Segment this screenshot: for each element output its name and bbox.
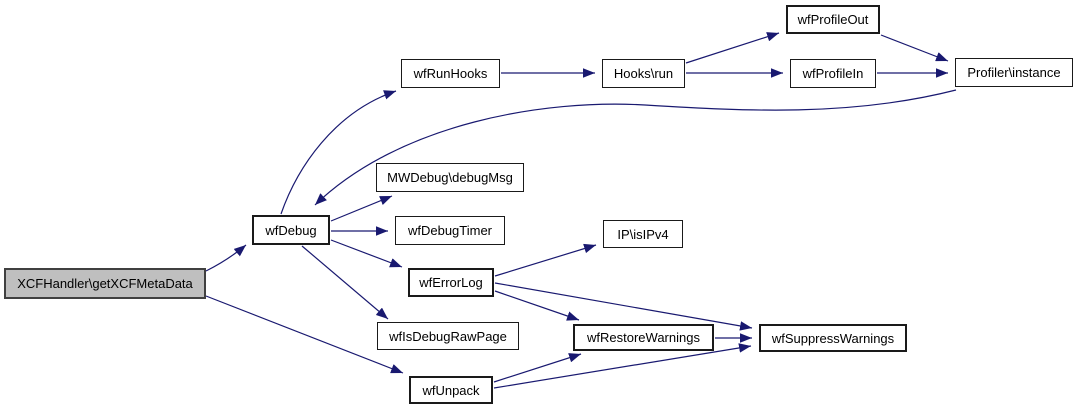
edge-wferrorlog-to-wfsuppresswarnings	[494, 282, 753, 331]
node-wfdebugtimer[interactable]: wfDebugTimer	[395, 216, 505, 245]
edge-wfprofileout-to-profiler-instance	[880, 34, 949, 62]
edge-wfdebug-to-mwdebug-debugmsg	[330, 195, 393, 222]
edge-wfunpack-to-wfsuppresswarnings	[493, 343, 752, 389]
node-wferrorlog[interactable]: wfErrorLog	[408, 268, 494, 297]
edge-wfdebug-to-wfisdebugrawpage	[301, 245, 389, 320]
edge-profiler-instance-to-wfdebug	[314, 89, 957, 206]
edge-xcf-getxcfmetadata-to-wfunpack	[205, 295, 404, 374]
node-xcf-getxcfmetadata: XCFHandler\getXCFMetaData	[4, 268, 206, 299]
node-wfunpack[interactable]: wfUnpack	[409, 376, 493, 404]
edge-wfunpack-to-wfrestorewarnings	[493, 353, 582, 383]
node-wfprofileout[interactable]: wfProfileOut	[786, 5, 880, 34]
edge-wferrorlog-to-ip-isipv4	[494, 243, 597, 277]
edge-wferrorlog-to-wfrestorewarnings	[494, 290, 580, 321]
node-wfisdebugrawpage[interactable]: wfIsDebugRawPage	[377, 322, 519, 350]
edge-wfdebug-to-wfrunhooks	[280, 90, 397, 215]
node-wfrestorewarnings[interactable]: wfRestoreWarnings	[573, 324, 714, 351]
edge-wfdebug-to-wferrorlog	[330, 239, 403, 268]
edge-hooks-run-to-wfprofileout	[685, 32, 780, 64]
edge-xcf-getxcfmetadata-to-wfdebug	[205, 244, 247, 272]
node-hooks-run[interactable]: Hooks\run	[602, 59, 685, 88]
node-wfdebug[interactable]: wfDebug	[252, 215, 330, 245]
node-ip-isipv4[interactable]: IP\isIPv4	[603, 220, 683, 248]
node-profiler-instance[interactable]: Profiler\instance	[955, 58, 1073, 87]
node-wfrunhooks[interactable]: wfRunHooks	[401, 59, 500, 88]
node-wfsuppresswarnings[interactable]: wfSuppressWarnings	[759, 324, 907, 352]
node-wfprofilein[interactable]: wfProfileIn	[790, 59, 876, 88]
node-mwdebug-debugmsg[interactable]: MWDebug\debugMsg	[376, 163, 524, 192]
